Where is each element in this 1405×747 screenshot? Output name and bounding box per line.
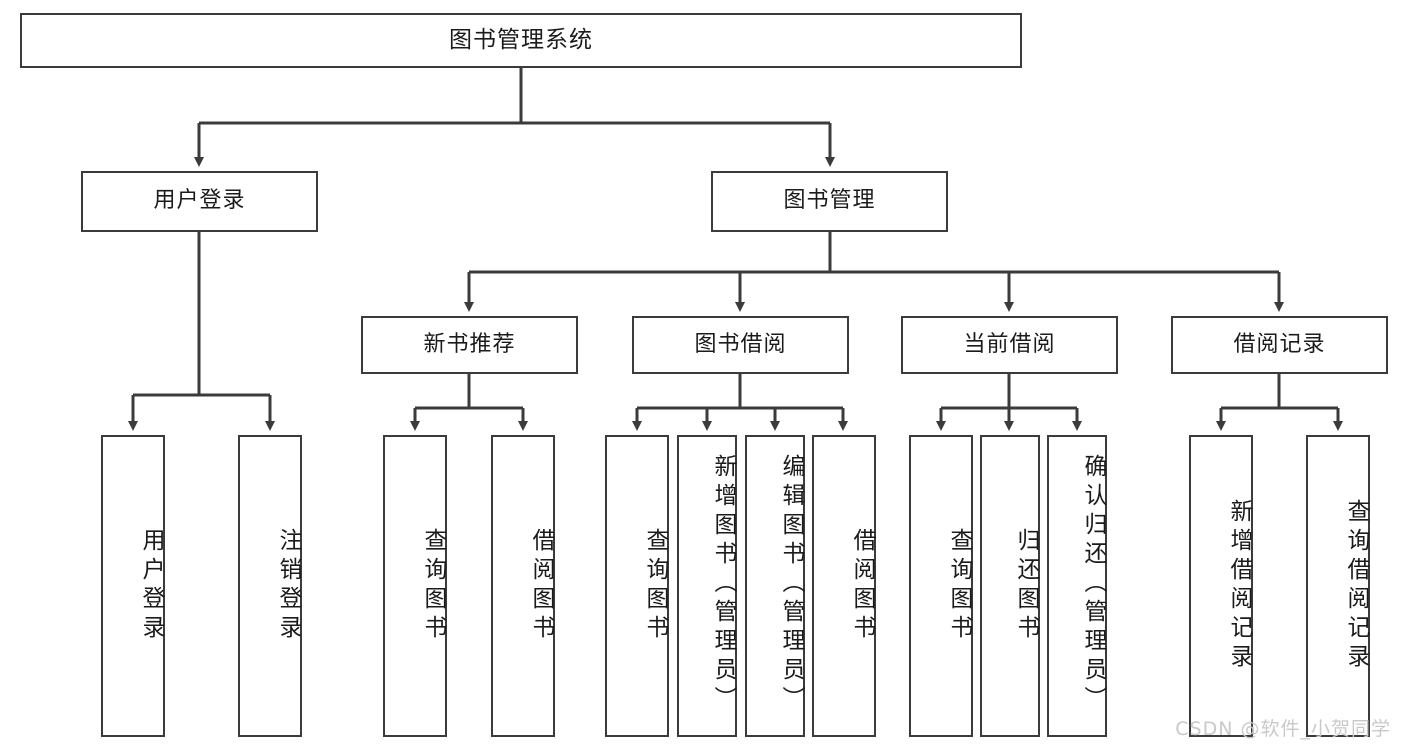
leaf-current-return-book[interactable]: 归还图书 — [980, 435, 1040, 737]
leaf-current-confirm-return-admin[interactable]: 确认归还（管理员） — [1047, 435, 1107, 737]
leaf-current-query-book[interactable]: 查询图书 — [909, 435, 973, 737]
node-new-book-recommend[interactable]: 新书推荐 — [361, 316, 578, 374]
node-root-system[interactable]: 图书管理系统 — [20, 13, 1022, 68]
leaf-new-books-query[interactable]: 查询图书 — [383, 435, 447, 737]
leaf-borrow-query-book[interactable]: 查询图书 — [605, 435, 669, 737]
node-user-login[interactable]: 用户登录 — [81, 171, 318, 232]
node-current-borrow[interactable]: 当前借阅 — [901, 316, 1118, 374]
leaf-records-query-record[interactable]: 查询借阅记录 — [1306, 435, 1370, 737]
leaf-records-add-record[interactable]: 新增借阅记录 — [1189, 435, 1253, 737]
leaf-user-login[interactable]: 用户登录 — [101, 435, 165, 737]
node-book-management[interactable]: 图书管理 — [711, 171, 948, 232]
leaf-borrow-add-book-admin[interactable]: 新增图书（管理员） — [677, 435, 737, 737]
node-book-borrow[interactable]: 图书借阅 — [632, 316, 849, 374]
leaf-user-logout[interactable]: 注销登录 — [238, 435, 302, 737]
leaf-new-books-borrow[interactable]: 借阅图书 — [491, 435, 555, 737]
leaf-borrow-borrow-book[interactable]: 借阅图书 — [812, 435, 876, 737]
node-borrow-records[interactable]: 借阅记录 — [1171, 316, 1388, 374]
csdn-watermark: CSDN @软件_小贺同学 — [1175, 718, 1391, 740]
leaf-borrow-edit-book-admin[interactable]: 编辑图书（管理员） — [745, 435, 805, 737]
